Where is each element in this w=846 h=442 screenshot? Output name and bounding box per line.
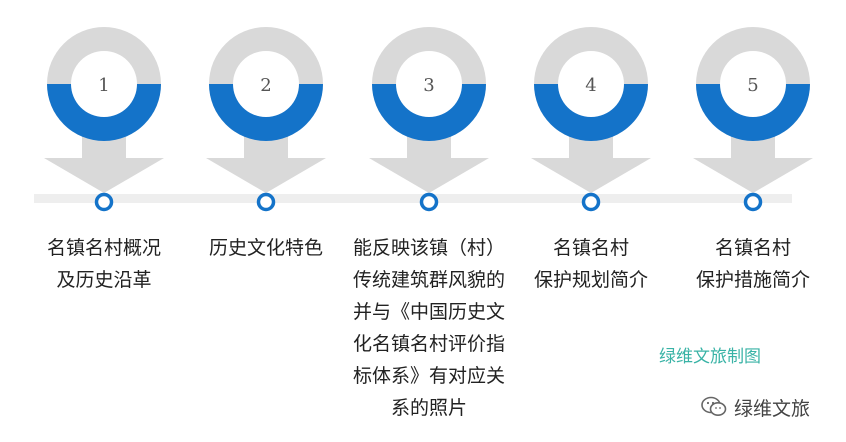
step-number: 1	[98, 75, 109, 96]
step-3: 3	[369, 27, 489, 212]
step-number: 2	[260, 75, 271, 96]
step-number: 4	[585, 75, 596, 96]
timeline-node	[256, 192, 276, 212]
timeline-node	[94, 192, 114, 212]
timeline-node	[581, 192, 601, 212]
step-number: 3	[423, 75, 434, 96]
pin-center	[71, 51, 137, 117]
step-number: 5	[747, 75, 758, 96]
wechat-icon	[701, 396, 727, 416]
step-arrow	[44, 136, 164, 193]
step-arrow	[206, 136, 326, 193]
timeline-bar	[34, 194, 792, 203]
step-2: 2	[206, 27, 326, 212]
step-4: 4	[531, 27, 651, 212]
watermark-text: 绿维文旅	[734, 397, 811, 420]
pin-center	[233, 51, 299, 117]
step-label-5: 名镇名村 保护措施简介	[695, 237, 810, 291]
step-arrow	[531, 136, 651, 193]
pin-center	[396, 51, 462, 117]
watermark: 绿维文旅	[700, 394, 810, 420]
step-1: 1	[44, 27, 164, 212]
pin-center	[720, 51, 786, 117]
step-arrow	[369, 136, 489, 193]
step-arrow	[693, 136, 813, 193]
step-label-2: 历史文化特色	[208, 237, 323, 259]
step-label-1: 名镇名村概况 及历史沿革	[46, 237, 161, 291]
pin-center	[558, 51, 624, 117]
caption: 绿维文旅制图	[659, 347, 761, 367]
step-5: 5	[693, 27, 813, 212]
step-label-3: 能反映该镇（村） 传统建筑群风貌的 并与《中国历史文 化名镇名村评价指 标体系》…	[352, 237, 505, 419]
timeline-node	[419, 192, 439, 212]
timeline-node	[743, 192, 763, 212]
step-label-4: 名镇名村 保护规划简介	[533, 237, 648, 291]
